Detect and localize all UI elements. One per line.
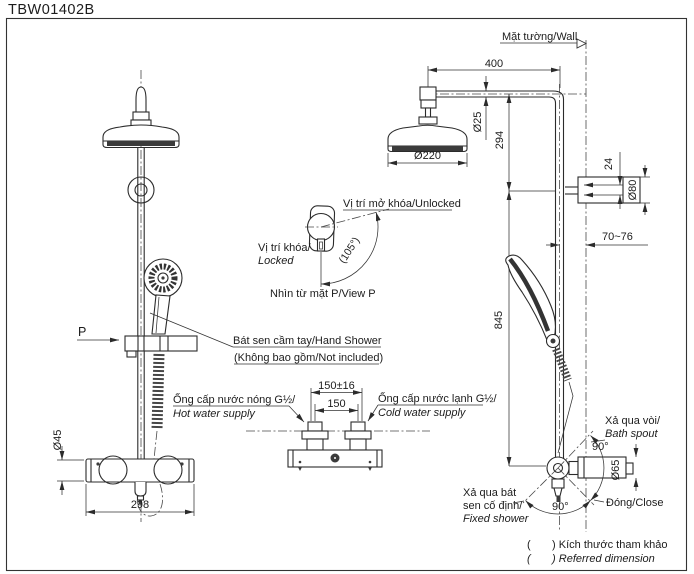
dim-head-drop: 294 xyxy=(494,94,556,192)
rotation-arc xyxy=(320,211,381,287)
spray-pattern xyxy=(148,263,178,293)
dim-valve-width-label: 298 xyxy=(131,499,149,511)
dim-bracket-pitch-label: 24 xyxy=(603,158,615,170)
overhead-shower-front xyxy=(102,124,180,149)
wall-label: Mặt tường/Wall xyxy=(500,31,588,49)
handle-positions: 90° 90° xyxy=(522,430,609,515)
hose-loop xyxy=(136,483,163,517)
side-view: Mặt tường/Wall 400 xyxy=(387,31,663,532)
dim-bracket-dia-label: Ø80 xyxy=(627,180,639,201)
front-view: Ø45 298 P Bát sen cầm tay/Hand Shower (K… xyxy=(52,70,383,522)
view-p-marker: P xyxy=(78,325,86,339)
bath-spout-label-vi: Xả qua vòi/ xyxy=(605,415,661,427)
hose-side xyxy=(557,381,574,454)
dim-supply-span-outer-label: 150±16 xyxy=(318,380,355,392)
hot-water-label: Ống cấp nước nóng G½/ Hot water supply xyxy=(173,392,305,423)
ring-holder xyxy=(127,176,155,204)
dim-spout-dia-label: Ø65 xyxy=(610,460,622,481)
dim-pipe-dia-label: Ø25 xyxy=(472,112,484,133)
dim-supply-span-inner: 150 xyxy=(314,398,359,421)
fixed-shower-label-1: Xả qua bát xyxy=(463,487,516,499)
hot-water-label-vi: Ống cấp nước nóng G½/ xyxy=(173,392,296,406)
dim-supply-span-inner-label: 150 xyxy=(327,398,345,410)
locked-label-vi: Vị trí khóa/ xyxy=(258,242,312,254)
hand-shower-label: Bát sen cầm tay/Hand Shower (Không bao g… xyxy=(149,312,383,365)
dim-bracket-dia: Ø80 xyxy=(627,165,650,215)
wall-label-text: Mặt tường/Wall xyxy=(502,31,577,43)
hand-shower-side xyxy=(505,254,574,454)
dim-supply-span-outer: 150±16 xyxy=(310,380,363,421)
cold-water-label-vi: Ống cấp nước lạnh G½/ xyxy=(378,391,497,405)
temperature-knob xyxy=(98,455,128,485)
drawing-border xyxy=(5,17,688,572)
fixed-shower-label-2: sen cố định/ xyxy=(463,500,523,512)
hot-inlet xyxy=(301,421,329,451)
spray-face xyxy=(107,141,175,146)
overhead-shower-side xyxy=(387,86,468,153)
close-label: Đóng/Close xyxy=(593,497,663,509)
footer-note: ( ) Kích thước tham khảo ( ) Referred di… xyxy=(527,539,668,565)
diverter xyxy=(134,482,147,497)
hose-coil xyxy=(151,353,165,430)
unlocked-label: Vị trí mở khóa/Unlocked xyxy=(343,198,461,210)
fixed-shower-label: Xả qua bát sen cố định/ Fixed shower xyxy=(463,487,530,525)
valve-body-top xyxy=(287,449,383,471)
cold-water-label: Ống cấp nước lạnh G½/ Cold water supply xyxy=(367,391,497,422)
mixer-valve-front xyxy=(85,455,195,504)
dim-head-dia: Ø220 xyxy=(387,150,468,167)
close-label-text: Đóng/Close xyxy=(606,497,663,509)
wall-arrow xyxy=(576,38,588,49)
dim-head-drop-label: 294 xyxy=(494,131,506,149)
hand-shower-front xyxy=(143,258,183,335)
slide-bracket xyxy=(124,335,198,358)
angle-90-top-label: 90° xyxy=(592,441,609,453)
dim-column-height: 845 xyxy=(493,191,546,467)
dim-bracket-pitch: 24 xyxy=(603,152,623,209)
dim-wall-clearance: 70~76 xyxy=(546,231,648,248)
angle-105-label: (105°) xyxy=(337,235,363,266)
dim-column-height-label: 845 xyxy=(493,311,505,329)
supply-top-view: 150±16 150 Ống cấp nước nóng G½/ Hot wat… xyxy=(173,380,497,471)
dim-wall-clearance-label: 70~76 xyxy=(602,231,633,243)
footer-note-vi: ( ) Kích thước tham khảo xyxy=(527,539,668,551)
bath-spout-label-en: Bath spout xyxy=(605,428,659,440)
hand-shower-label-line2: (Không bao gồm/Not included) xyxy=(234,352,383,364)
hand-shower-grip xyxy=(552,347,572,382)
locked-label-en: Locked xyxy=(258,255,294,267)
hand-shower-handle xyxy=(151,294,171,335)
view-p-caption: Nhìn từ mặt P/View P xyxy=(270,288,376,300)
dim-valve-width: 298 xyxy=(85,484,195,516)
fixed-shower-label-3: Fixed shower xyxy=(463,513,530,525)
dim-valve-dia-label: Ø45 xyxy=(52,430,64,451)
hot-water-label-en: Hot water supply xyxy=(173,408,256,420)
cold-water-label-en: Cold water supply xyxy=(378,407,467,419)
arc-90-top xyxy=(590,435,605,501)
top-nozzle xyxy=(130,86,152,128)
drawing-title: TBW01402B xyxy=(8,2,95,18)
angle-90-bottom-label: 90° xyxy=(552,501,569,513)
dim-valve-dia: Ø45 xyxy=(52,430,84,495)
detail-view-p: (105°) Vị trí mở khóa/Unlocked Vị trí kh… xyxy=(258,198,461,300)
bath-spout-label: Xả qua vòi/ Bath spout xyxy=(590,415,661,443)
flow-knob xyxy=(153,455,183,485)
arc-90-bottom xyxy=(525,500,591,515)
shower-arm-pipe xyxy=(436,90,565,459)
dim-head-dia-label: Ø220 xyxy=(414,150,441,162)
dim-arm-reach-label: 400 xyxy=(485,58,503,70)
wall-bracket xyxy=(565,176,641,204)
dim-pipe-dia: Ø25 xyxy=(472,76,489,140)
hose-hidden xyxy=(153,430,158,460)
dim-spout-dia: Ø65 xyxy=(610,444,639,491)
footer-note-en: ( ) Referred dimension xyxy=(527,553,655,565)
hand-shower-label-line1: Bát sen cầm tay/Hand Shower xyxy=(233,335,382,347)
dim-arm-reach: 400 xyxy=(427,58,561,88)
cold-inlet xyxy=(344,421,372,451)
